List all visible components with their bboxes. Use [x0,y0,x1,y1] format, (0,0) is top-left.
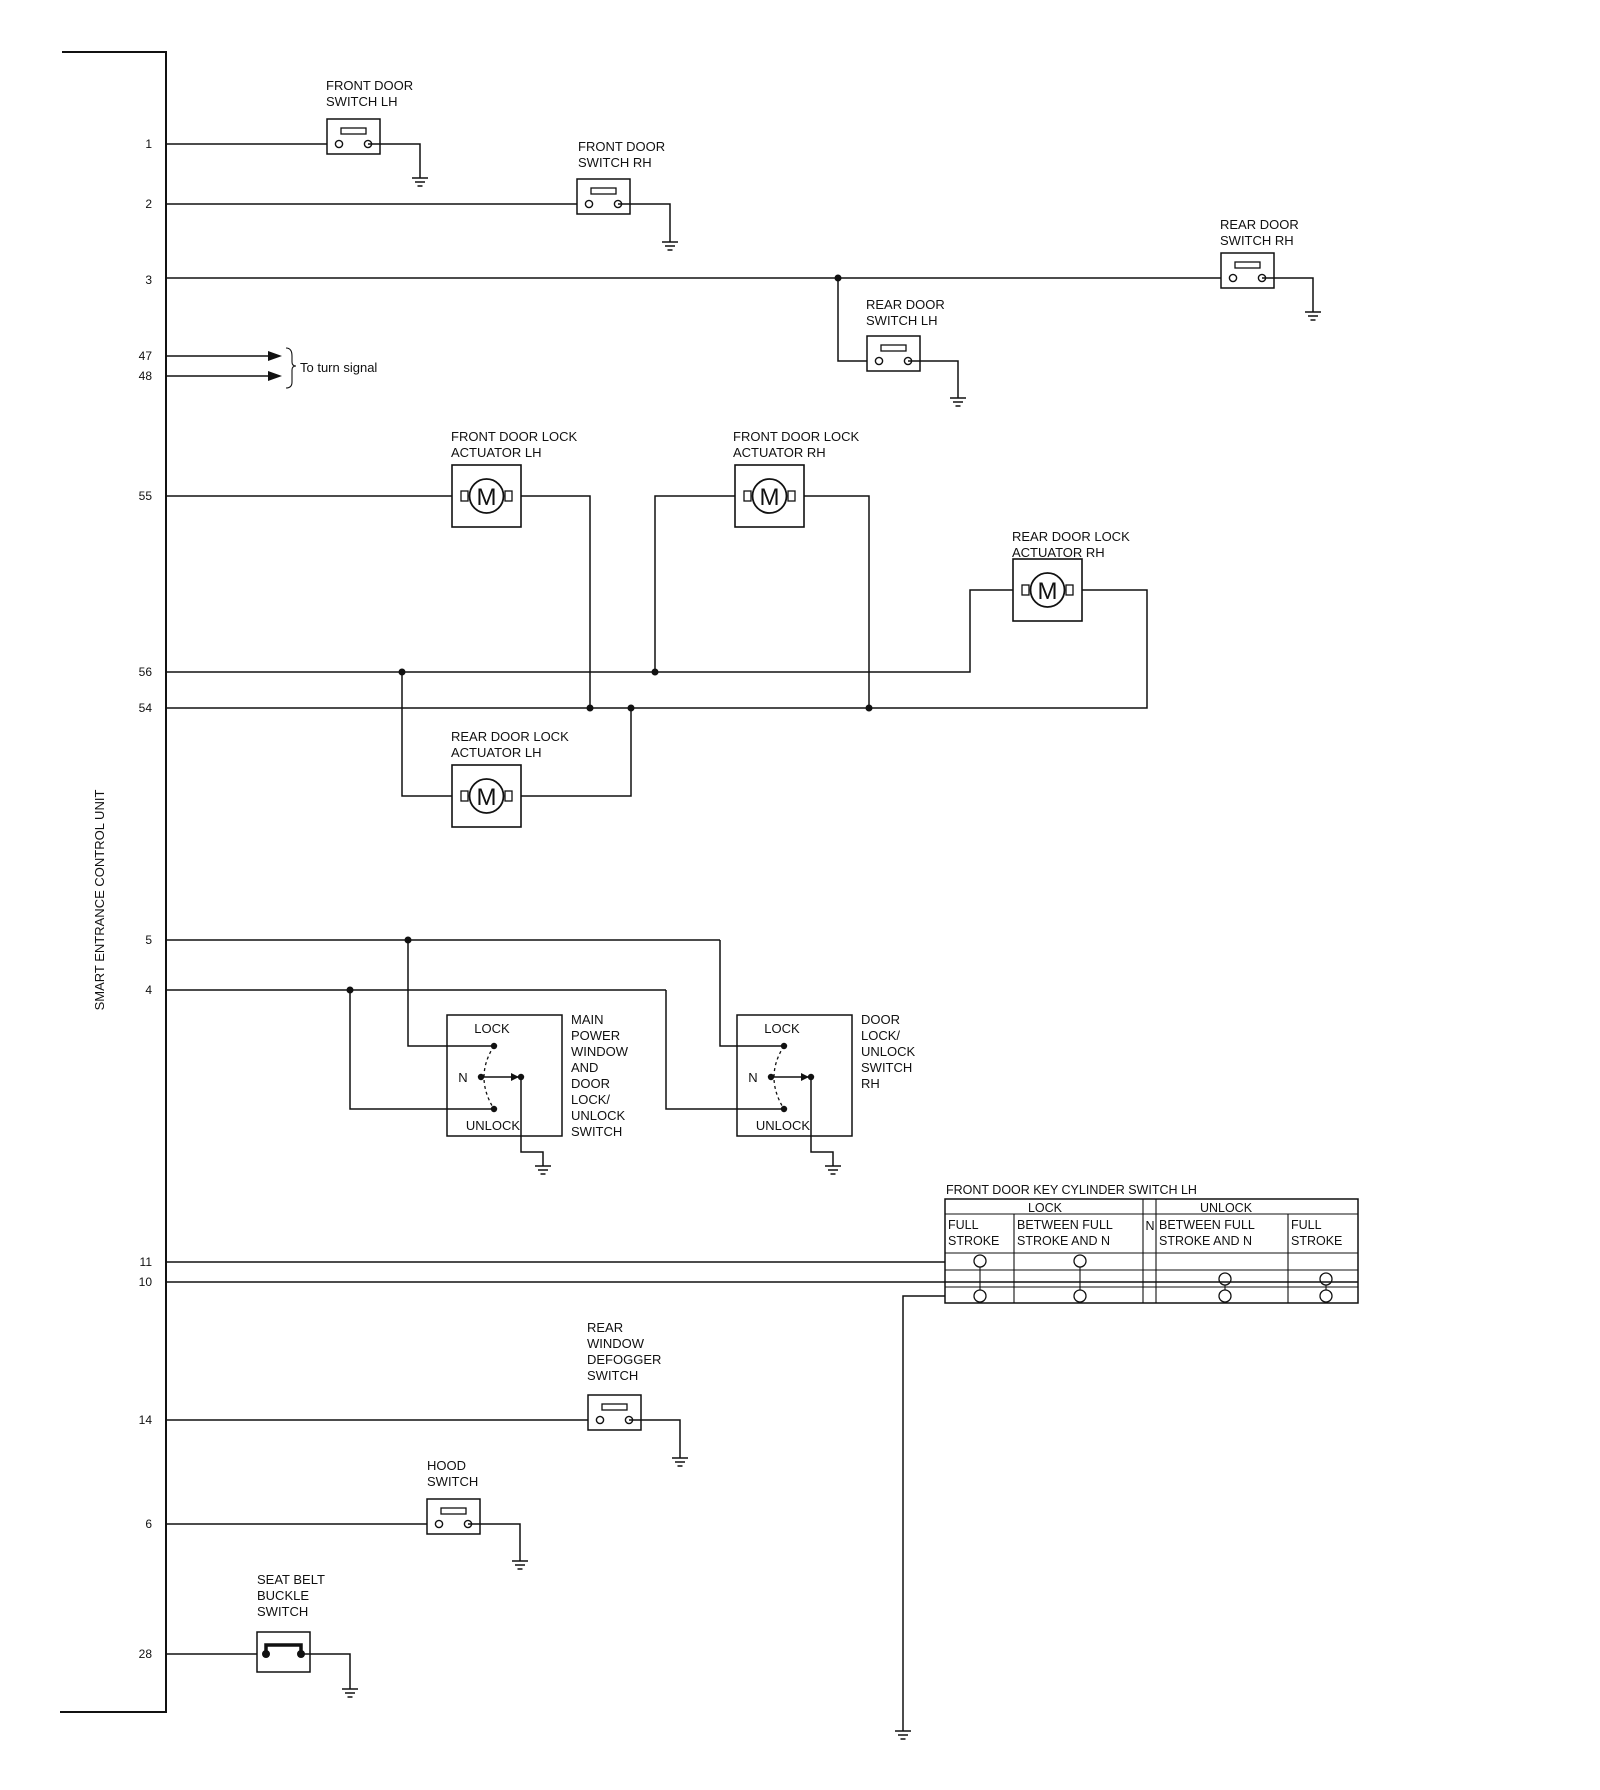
svg-text:DOOR LOCK/ UNL: DOOR LOCK/ UNLOCK SWITCH RH [861,1012,919,1091]
pin-2: 2 [145,197,152,211]
key-cylinder-switch-table: FRONT DOOR KEY CYLINDER SWITCH LH LOCK U… [166,1183,1359,1740]
pin-6: 6 [145,1517,152,1531]
pin-numbers: 1 2 3 47 48 55 56 54 5 4 11 10 14 6 28 [139,137,153,1661]
lock-unlock-switches: LOCK N UNLOCK MAIN POWER WINDOW AND DOOR… [166,936,919,1175]
svg-text:MAIN POWER WIN: MAIN POWER WINDOW AND DOOR LOCK/ UNLOCK … [571,1012,632,1139]
key-cylinder-contacts [973,1254,1333,1303]
svg-text:UNLOCK: UNLOCK [1200,1201,1253,1215]
door-lock-unlock-switch-rh: LOCK N UNLOCK DOOR LOCK/ UNLOCK SWITCH R… [665,940,919,1175]
motor-front-lh: M [451,464,522,528]
pin-56: 56 [139,665,153,679]
pin-5: 5 [145,933,152,947]
svg-text:UNLOCK: UNLOCK [466,1118,521,1133]
pin-10: 10 [139,1275,153,1289]
pin-4: 4 [145,983,152,997]
svg-text:M: M [1038,578,1058,605]
pin-3: 3 [145,273,152,287]
control-unit-bracket [60,51,167,1713]
svg-text:LOCK: LOCK [474,1021,510,1036]
svg-text:LOCK: LOCK [764,1021,800,1036]
key-cylinder-title: FRONT DOOR KEY CYLINDER SWITCH LH [946,1183,1197,1197]
motor-front-rh: M [734,464,805,528]
rear-window-defogger-switch: REAR WINDOW DEFOGGER SWITCH [166,1320,689,1467]
pin-14: 14 [139,1413,153,1427]
pin-28: 28 [139,1647,153,1661]
svg-text:UNLOCK: UNLOCK [756,1118,811,1133]
svg-text:N: N [1145,1219,1154,1233]
pin-47: 47 [139,349,153,363]
svg-text:M: M [477,784,497,811]
svg-text:N: N [748,1070,757,1085]
pin-55: 55 [139,489,153,503]
pin-1: 1 [145,137,152,151]
seat-belt-buckle-switch: SEAT BELT BUCKLE SWITCH [166,1572,359,1698]
pin-11: 11 [140,1255,153,1269]
pin-48: 48 [139,369,153,383]
pin-54: 54 [139,701,153,715]
svg-text:M: M [760,484,780,511]
motor-rear-rh: M [1012,558,1083,622]
svg-text:SEAT BELT BUCKLE S: SEAT BELT BUCKLE SWITCH [257,1572,328,1619]
svg-text:REAR WINDOW DEFOGG: REAR WINDOW DEFOGGER SWITCH [587,1320,665,1383]
svg-text:M: M [477,484,497,511]
svg-text:N: N [458,1070,467,1085]
turn-signal-label: To turn signal [300,360,377,375]
main-power-window-switch: LOCK N UNLOCK MAIN POWER WINDOW AND DOOR… [349,940,632,1175]
control-unit-label: SMART ENTRANCE CONTROL UNIT [92,790,107,1011]
svg-text:LOCK: LOCK [1028,1201,1063,1215]
turn-signal-outputs: To turn signal [166,347,377,389]
motor-rear-lh: M [451,764,522,828]
